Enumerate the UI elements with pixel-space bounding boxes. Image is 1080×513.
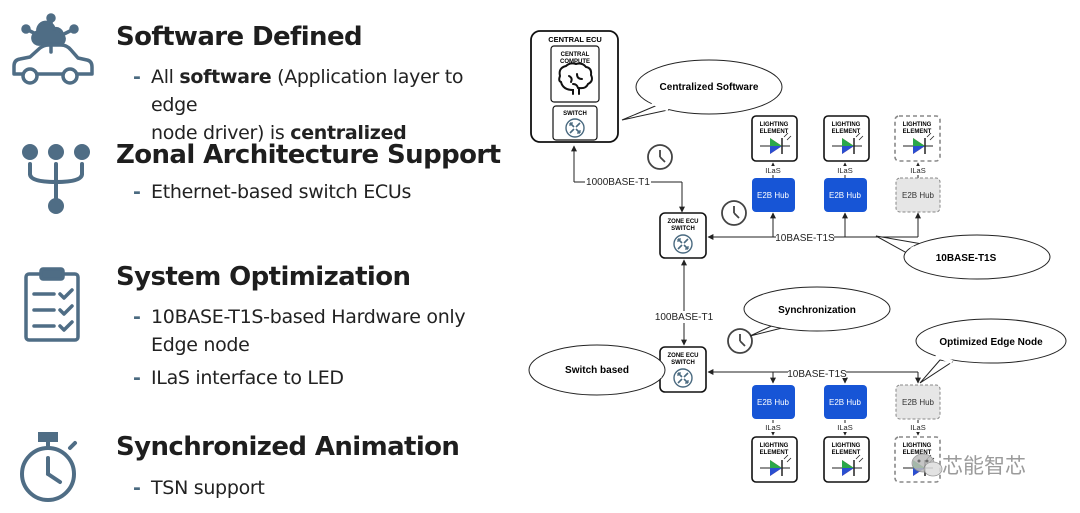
- bullet-dash: -: [133, 306, 141, 328]
- lighting-element: LIGHTING ELEMENT: [751, 115, 798, 162]
- zone-ecu-switch-2: ZONE ECU SWITCH: [659, 346, 707, 393]
- zone2-line2: SWITCH: [671, 360, 695, 366]
- lighting-line2: ELEMENT: [832, 129, 861, 135]
- bullet-dash: -: [133, 181, 141, 203]
- bullet-text: All: [151, 66, 180, 88]
- lighting-line1: LIGHTING: [903, 443, 932, 449]
- central-compute-line2: COMPUTE: [560, 59, 590, 65]
- hub-label: E2B Hub: [829, 398, 862, 407]
- link-label-1000base: 1000BASE-T1: [586, 177, 650, 188]
- feature-title-optimization: System Optimization: [116, 262, 411, 292]
- e2b-hub: E2B Hub: [824, 385, 867, 419]
- e2b-hub: E2B Hub: [752, 385, 795, 419]
- bullet-strong: centralized: [290, 122, 407, 144]
- link-label-100base: 100BASE-T1: [655, 312, 714, 323]
- e2b-hub: E2B Hub: [752, 178, 795, 212]
- bullet-text: Edge node: [151, 334, 250, 356]
- link-label-10base-top: 10BASE-T1S: [775, 233, 835, 244]
- stopwatch-icon: [20, 432, 77, 502]
- bullet-dash: -: [133, 477, 141, 499]
- bullet-text: node driver) is: [151, 122, 291, 144]
- callout-switch-based: Switch based: [528, 344, 666, 396]
- lighting-line1: LIGHTING: [760, 122, 789, 128]
- ilas-label: ILaS: [765, 423, 780, 432]
- zone1-line1: ZONE ECU: [667, 219, 698, 225]
- feature-bullet-tsn: - TSN support: [133, 474, 265, 502]
- clipboard-checklist-icon: [24, 267, 80, 342]
- lighting-line1: LIGHTING: [903, 122, 932, 128]
- lighting-line1: LIGHTING: [832, 122, 861, 128]
- bullet-strong: software: [179, 66, 272, 88]
- callout-text: 10BASE-T1S: [936, 253, 997, 264]
- callout-optimized-edge-node: Optimized Edge Node: [915, 318, 1067, 384]
- hub-label: E2B Hub: [902, 191, 935, 200]
- lighting-line2: ELEMENT: [760, 129, 789, 135]
- feature-title-zonal: Zonal Architecture Support: [116, 140, 501, 170]
- clock-icon: [647, 144, 673, 170]
- lighting-element: LIGHTING ELEMENT: [823, 115, 870, 162]
- clock-icon: [721, 200, 747, 226]
- bullet-text: Ethernet-based switch ECUs: [151, 181, 412, 203]
- callout-centralized-software: Centralized Software: [621, 59, 783, 121]
- callout-text: Centralized Software: [660, 82, 759, 93]
- lighting-line2: ELEMENT: [760, 450, 789, 456]
- callout-10base-t1s: 10BASE-T1S: [875, 234, 1051, 280]
- bullet-dash: -: [133, 367, 141, 389]
- feature-title-sync: Synchronized Animation: [116, 432, 460, 462]
- lighting-line2: ELEMENT: [903, 450, 932, 456]
- central-switch-label: SWITCH: [563, 111, 587, 117]
- e2b-hub-optional: E2B Hub: [895, 177, 941, 213]
- lighting-line1: LIGHTING: [832, 443, 861, 449]
- callout-text: Switch based: [565, 365, 629, 376]
- feature-bullet-software-defined: - All software (Application layer to edg…: [133, 63, 511, 147]
- lighting-element-optional: LIGHTING ELEMENT: [894, 115, 941, 162]
- zone2-line1: ZONE ECU: [667, 353, 698, 359]
- switch-icon: [673, 234, 693, 254]
- lighting-element: LIGHTING ELEMENT: [751, 436, 798, 483]
- switch-icon: [565, 118, 585, 138]
- link-label-10base-bottom: 10BASE-T1S: [787, 369, 847, 380]
- connected-car-icon: [12, 13, 94, 85]
- e2b-hub: E2B Hub: [824, 178, 867, 212]
- central-compute-line1: CENTRAL: [561, 52, 590, 58]
- callout-text: Synchronization: [778, 305, 856, 316]
- feature-title-software-defined: Software Defined: [116, 22, 363, 52]
- feature-bullet-zonal: - Ethernet-based switch ECUs: [133, 178, 412, 206]
- central-ecu: CENTRAL ECU CENTRAL COMPUTE SWITCH: [530, 30, 619, 143]
- lighting-element: LIGHTING ELEMENT: [823, 436, 870, 483]
- brain-icon: [558, 62, 593, 95]
- callout-text: Optimized Edge Node: [939, 337, 1043, 348]
- clock-icon: [727, 328, 753, 354]
- ilas-label: ILaS: [765, 166, 780, 175]
- lighting-line2: ELEMENT: [832, 450, 861, 456]
- feature-bullet-ilas: - ILaS interface to LED: [133, 364, 344, 392]
- central-ecu-title: CENTRAL ECU: [548, 35, 602, 44]
- ilas-label: ILaS: [837, 166, 852, 175]
- bullet-text: ILaS interface to LED: [151, 367, 344, 389]
- e2b-hub-optional: E2B Hub: [895, 384, 941, 420]
- hub-label: E2B Hub: [902, 398, 935, 407]
- watermark-text: 芯能智芯: [942, 454, 1026, 478]
- feature-bullet-hardware: - 10BASE-T1S-based Hardware only Edge no…: [133, 303, 511, 359]
- zone-ecu-switch-1: ZONE ECU SWITCH: [659, 212, 707, 259]
- hub-label: E2B Hub: [757, 398, 790, 407]
- callout-synchronization: Synchronization: [743, 286, 891, 337]
- ilas-label: ILaS: [910, 166, 925, 175]
- bullet-text: (Application layer to edge: [151, 66, 464, 116]
- switch-icon: [673, 368, 693, 388]
- hub-label: E2B Hub: [829, 191, 862, 200]
- zone1-line2: SWITCH: [671, 226, 695, 232]
- bullet-text: TSN support: [151, 477, 265, 499]
- ilas-label: ILaS: [837, 423, 852, 432]
- hub-label: E2B Hub: [757, 191, 790, 200]
- bullet-text: 10BASE-T1S-based Hardware only: [151, 306, 466, 328]
- bullet-dash: -: [133, 66, 141, 88]
- lighting-line1: LIGHTING: [760, 443, 789, 449]
- watermark: 芯能智芯: [911, 453, 1026, 478]
- hierarchy-icon: [22, 144, 90, 214]
- ilas-label: ILaS: [910, 423, 925, 432]
- wechat-icon: [911, 453, 943, 477]
- lighting-line2: ELEMENT: [903, 129, 932, 135]
